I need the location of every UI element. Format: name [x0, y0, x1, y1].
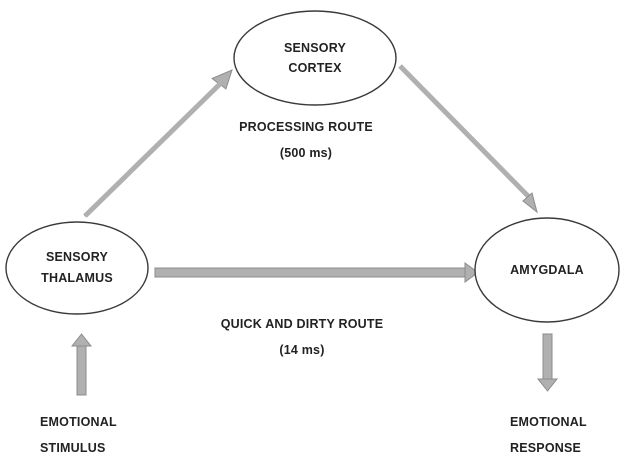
arrow-stimulus-to-thalamus-head — [70, 333, 93, 347]
route-processing-label-line1: PROCESSING ROUTE — [239, 120, 373, 134]
node-amygdala-ellipse — [474, 217, 620, 323]
arrow-thalamus-to-amygdala-head — [464, 262, 479, 283]
input-emotional-stimulus-line2: STIMULUS — [40, 441, 106, 455]
arrow-stimulus-to-thalamus-shaft — [76, 344, 87, 396]
node-sensory-cortex-label-line1: SENSORY — [284, 41, 347, 55]
node-sensory-thalamus-label-line1: SENSORY — [46, 250, 109, 264]
arrow-cortex-to-amygdala-head — [522, 192, 538, 214]
arrow-amygdala-to-response-shaft — [542, 333, 553, 381]
node-sensory-cortex: SENSORY CORTEX — [233, 10, 397, 106]
arrow-amygdala-to-response-head — [536, 378, 559, 392]
route-processing-label-line2: (500 ms) — [280, 146, 332, 160]
output-emotional-response-line1: EMOTIONAL — [510, 415, 587, 429]
input-emotional-stimulus-line1: EMOTIONAL — [40, 415, 117, 429]
node-sensory-cortex-label-line2: CORTEX — [288, 61, 342, 75]
node-amygdala: AMYGDALA — [474, 217, 620, 323]
arrow-thalamus-to-cortex-shaft — [83, 80, 224, 218]
arrow-cortex-to-amygdala-shaft — [398, 64, 532, 200]
node-sensory-cortex-ellipse — [233, 10, 397, 106]
node-sensory-thalamus: SENSORY THALAMUS — [5, 221, 149, 315]
node-sensory-thalamus-label-line2: THALAMUS — [41, 271, 113, 285]
route-quick-label-line2: (14 ms) — [279, 343, 324, 357]
route-quick-label-line1: QUICK AND DIRTY ROUTE — [221, 317, 384, 331]
arrow-thalamus-to-amygdala-shaft — [154, 267, 468, 278]
node-amygdala-label: AMYGDALA — [510, 263, 584, 277]
output-emotional-response-line2: RESPONSE — [510, 441, 581, 455]
node-sensory-thalamus-ellipse — [5, 221, 149, 315]
